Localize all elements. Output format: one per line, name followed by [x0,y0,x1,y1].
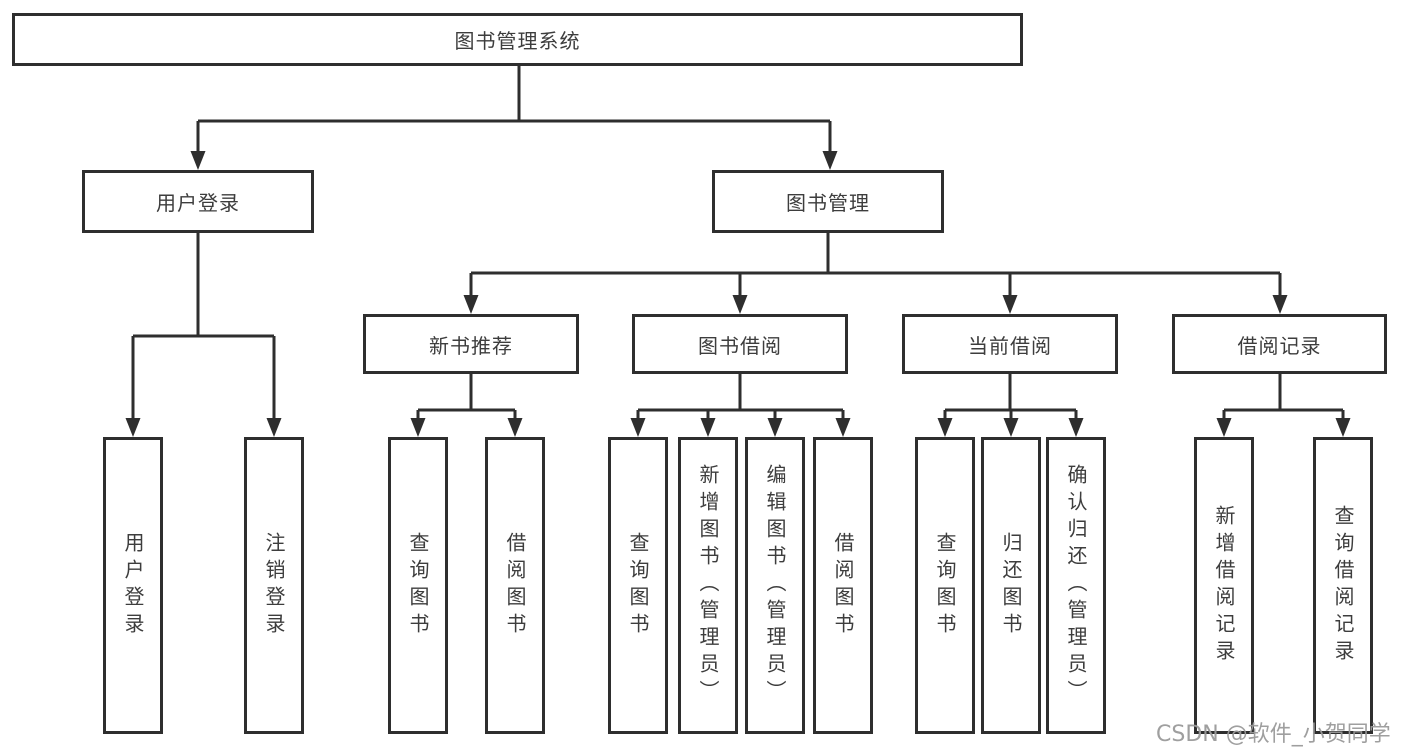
leaf-borrow-books-recommend: 借阅图书 [485,437,545,734]
leaf-confirm-return-admin-label: 确认归还（管理员） [1064,464,1088,707]
leaf-logout: 注销登录 [244,437,304,734]
leaf-user-login-label: 用户登录 [121,531,145,640]
node-current-borrowing: 当前借阅 [902,314,1118,374]
leaf-query-books-current-label: 查询图书 [933,531,957,640]
leaf-logout-label: 注销登录 [262,531,286,640]
leaf-query-books-recommend-label: 查询图书 [406,531,430,640]
leaf-borrow-books-recommend-label: 借阅图书 [503,531,527,640]
leaf-add-books-admin: 新增图书（管理员） [678,437,738,734]
leaf-user-login: 用户登录 [103,437,163,734]
leaf-add-borrow-record: 新增借阅记录 [1194,437,1254,734]
node-book-borrowing: 图书借阅 [632,314,848,374]
leaf-query-borrow-record: 查询借阅记录 [1313,437,1373,734]
node-current-borrowing-label: 当前借阅 [968,333,1052,358]
node-borrowing-records-label: 借阅记录 [1237,333,1322,358]
leaf-edit-books-admin: 编辑图书（管理员） [745,437,805,734]
leaf-confirm-return-admin: 确认归还（管理员） [1046,437,1106,734]
leaf-borrow-books-label: 借阅图书 [831,531,855,640]
node-borrowing-records: 借阅记录 [1172,314,1387,374]
node-user-login-label: 用户登录 [156,191,240,215]
leaf-query-borrow-record-label: 查询借阅记录 [1331,504,1355,667]
leaf-return-books: 归还图书 [981,437,1041,734]
leaf-borrow-books: 借阅图书 [813,437,873,734]
leaf-return-books-label: 归还图书 [999,531,1023,640]
leaf-query-books-borrow-label: 查询图书 [626,531,650,640]
csdn-watermark: CSDN @软件_小贺同学 [1156,722,1391,747]
leaf-query-books-current: 查询图书 [915,437,975,734]
node-book-management-label: 图书管理 [786,191,870,215]
leaf-edit-books-admin-label: 编辑图书（管理员） [763,464,787,707]
leaf-query-books-borrow: 查询图书 [608,437,668,734]
node-book-borrowing-label: 图书借阅 [698,333,782,358]
leaf-add-books-admin-label: 新增图书（管理员） [696,464,720,707]
node-user-login: 用户登录 [82,170,314,233]
leaf-add-borrow-record-label: 新增借阅记录 [1212,504,1236,667]
node-book-management: 图书管理 [712,170,944,233]
node-library-system: 图书管理系统 [12,13,1023,66]
node-new-book-recommend: 新书推荐 [363,314,579,374]
node-library-system-label: 图书管理系统 [454,29,581,53]
node-new-book-recommend-label: 新书推荐 [429,333,513,358]
leaf-query-books-recommend: 查询图书 [388,437,448,734]
